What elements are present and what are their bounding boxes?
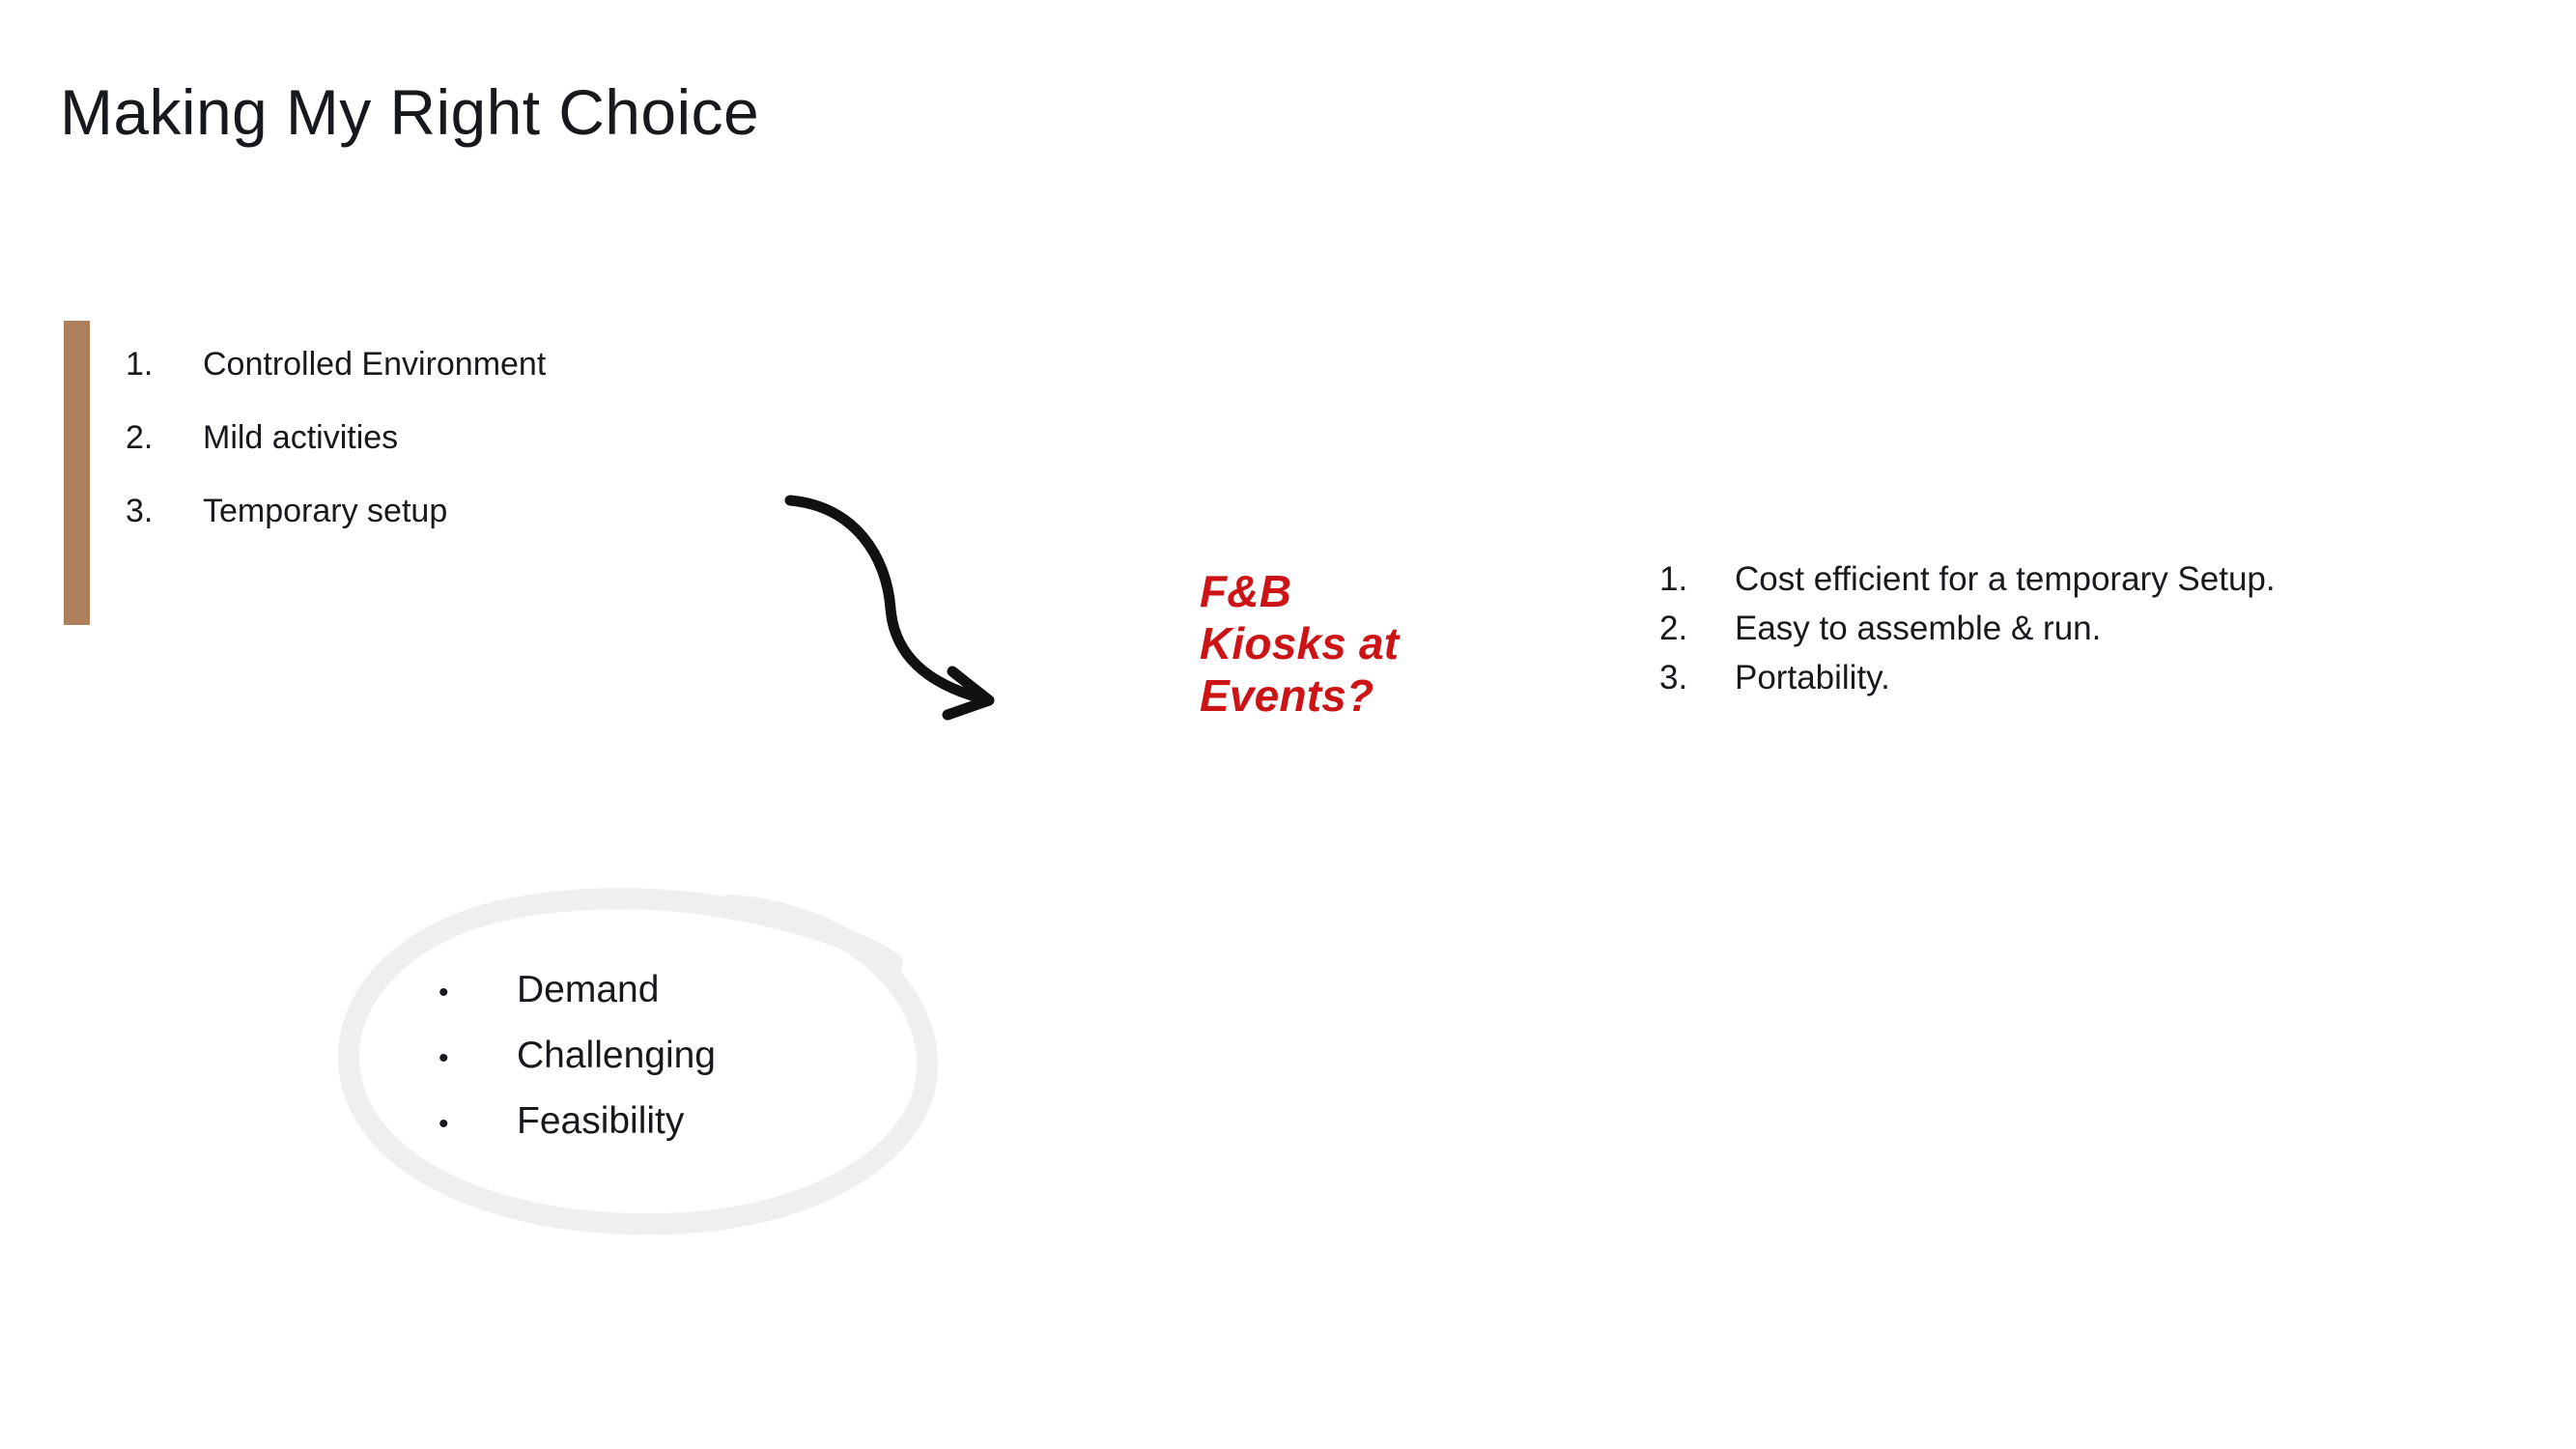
list-item: 2. Mild activities [126,419,821,457]
list-item: • Demand [425,969,716,1011]
criteria-bullet-list: • Demand • Challenging • Feasibility [425,969,716,1143]
table-row: 3. Portability. [1659,657,2413,700]
red-headline-line-3: Events? [1200,669,1374,721]
criteria-group: • Demand • Challenging • Feasibility [290,874,966,1241]
benefits-list: 1. Cost efficient for a temporary Setup.… [1659,558,2413,705]
list-item-label: Portability. [1735,658,1890,696]
list-item-number: 2. [126,419,154,456]
table-row: 1. Cost efficient for a temporary Setup. [1659,558,2413,602]
constraints-list: 1. Controlled Environment 2. Mild activi… [126,346,821,530]
list-item-label: Challenging [517,1035,716,1076]
list-item-label: Temporary setup [203,493,448,529]
red-headline-line-1: F&B [1200,566,1292,616]
list-item-label: Mild activities [203,419,399,456]
bullet-point-icon: • [439,977,449,1009]
accent-bar [64,321,90,625]
list-item-number: 2. [1659,609,1688,647]
list-item-label: Demand [517,969,660,1010]
list-item-label: Cost efficient for a temporary Setup. [1735,560,2276,598]
list-item-number: 3. [1659,658,1688,696]
bullet-point-icon: • [439,1108,449,1140]
table-row: 2. Easy to assemble & run. [1659,608,2413,651]
list-item-number: 1. [126,346,154,383]
list-item: • Challenging [425,1035,716,1077]
list-item-number: 3. [126,493,154,529]
list-item: • Feasibility [425,1100,716,1143]
list-item: 3. Temporary setup [126,493,821,530]
list-item-label: Feasibility [517,1100,685,1142]
list-item-label: Controlled Environment [203,346,547,383]
list-item-label: Easy to assemble & run. [1735,609,2102,647]
red-headline-line-2: Kiosks at [1200,617,1400,668]
list-item: 1. Controlled Environment [126,346,821,384]
bullet-point-icon: • [439,1042,449,1074]
list-item-number: 1. [1659,560,1688,598]
red-headline: F&B Kiosks at Events? [1200,566,1399,722]
page-title: Making My Right Choice [60,76,760,148]
